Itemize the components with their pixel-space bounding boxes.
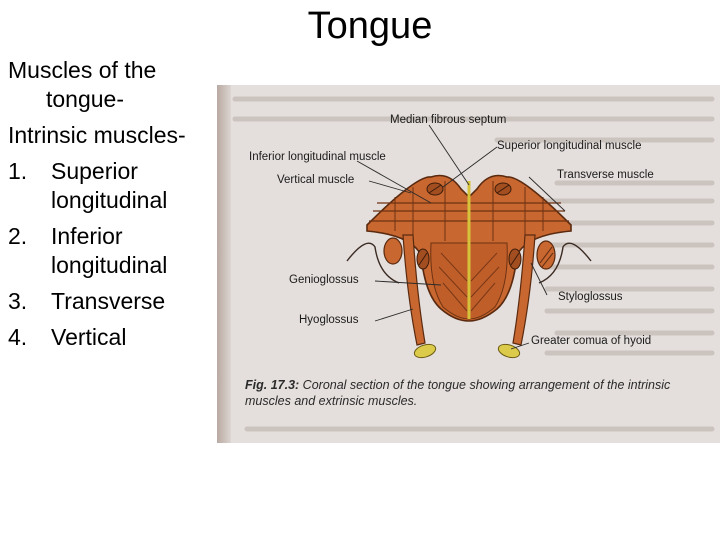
tongue-diagram xyxy=(346,124,592,359)
list-number: 1. xyxy=(8,158,28,184)
page-bleed-lines xyxy=(232,96,715,432)
tongue-figure: Median fibrous septum Inferior longitudi… xyxy=(217,85,720,443)
label-vertical-muscle: Vertical muscle xyxy=(277,174,355,186)
label-genioglossus: Genioglossus xyxy=(289,274,359,286)
left-wall-curve xyxy=(346,242,400,284)
list-item: 2. Inferior longitudinal xyxy=(8,222,213,280)
label-median-fibrous-septum: Median fibrous septum xyxy=(390,114,507,126)
bullet-intrinsic-muscles: Intrinsic muscles- xyxy=(8,122,186,148)
list-text: Inferior longitudinal xyxy=(51,223,168,278)
list-text: Superior longitudinal xyxy=(51,158,168,213)
bullet-muscles-of-tongue: Muscles of the tongue- xyxy=(8,57,157,112)
label-styloglossus: Styloglossus xyxy=(558,291,623,303)
label-inferior-longitudinal: Inferior longitudinal muscle xyxy=(249,151,386,163)
hyoid-cornu-left xyxy=(413,343,437,359)
caption-text: Coronal section of the tongue showing ar… xyxy=(245,378,671,408)
caption-figure-number: Fig. 17.3: xyxy=(245,378,300,392)
figure-caption: Fig. 17.3: Coronal section of the tongue… xyxy=(245,377,715,409)
label-greater-cornua-of-hyoid: Greater comua of hyoid xyxy=(531,335,652,347)
list-text: Vertical xyxy=(51,324,127,350)
side-section-left xyxy=(383,237,403,265)
list-text: Transverse xyxy=(51,288,166,314)
list-item: 4. Vertical xyxy=(8,323,213,352)
slide-title: Tongue xyxy=(307,5,433,47)
right-wall-curve xyxy=(538,242,592,284)
list-number: 4. xyxy=(8,324,28,350)
list-item: 1. Superior longitudinal xyxy=(8,157,213,215)
label-superior-longitudinal: Superior longitudinal muscle xyxy=(497,140,642,152)
page-binding-shadow xyxy=(217,85,231,443)
list-item: 3. Transverse xyxy=(8,287,213,316)
list-number: 3. xyxy=(8,288,28,314)
intrinsic-muscle-list: 1. Superior longitudinal 2. Inferior longi… xyxy=(8,157,213,352)
hyoglossus-left xyxy=(402,234,426,346)
bullet-list: Muscles of the tongue- Intrinsic muscles… xyxy=(8,56,213,359)
list-number: 2. xyxy=(8,223,28,249)
label-hyoglossus: Hyoglossus xyxy=(299,314,359,326)
hyoglossus-right xyxy=(512,234,536,346)
label-transverse-muscle: Transverse muscle xyxy=(557,169,654,181)
